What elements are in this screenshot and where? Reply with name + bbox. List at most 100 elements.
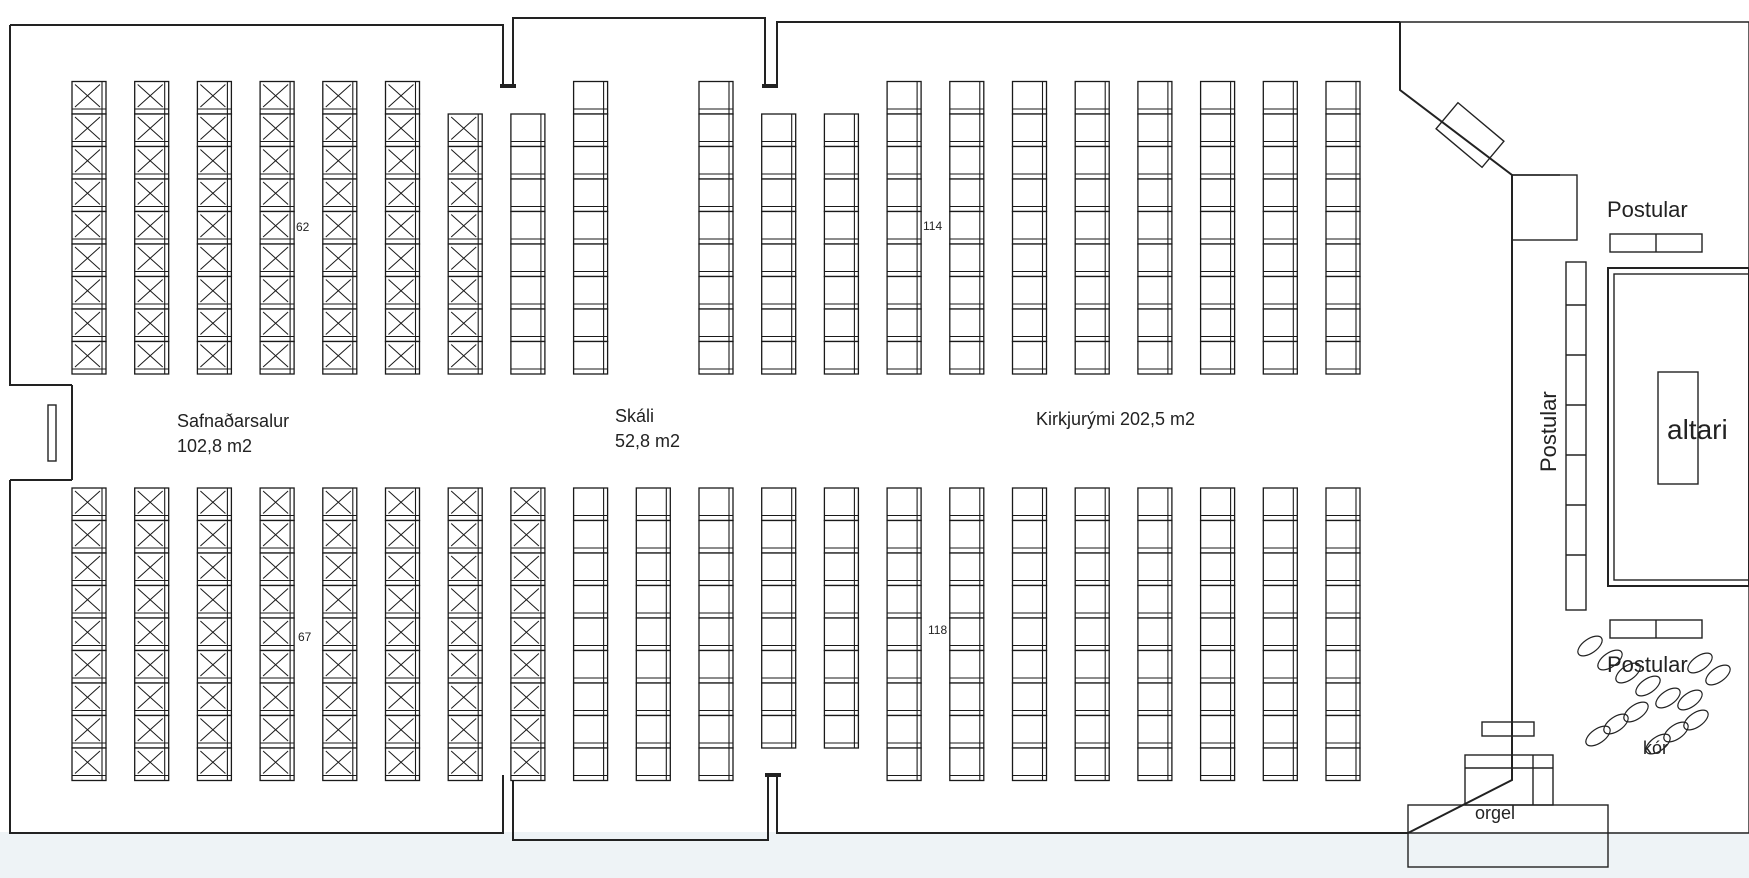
seat <box>572 487 609 522</box>
seat <box>1011 308 1048 343</box>
seat <box>447 178 483 213</box>
seat <box>71 275 107 310</box>
seat <box>259 145 295 180</box>
seat <box>572 519 609 554</box>
seat <box>1137 552 1173 587</box>
seat <box>71 178 107 213</box>
seat <box>886 487 922 522</box>
seat <box>322 649 358 684</box>
seat <box>322 340 358 375</box>
seat <box>322 178 358 213</box>
seat <box>886 747 922 782</box>
seat <box>761 487 797 522</box>
seat <box>698 584 734 619</box>
seat <box>1262 243 1298 278</box>
seat <box>196 308 233 343</box>
seat <box>447 113 483 148</box>
seat <box>635 584 671 619</box>
seat <box>384 145 421 180</box>
seat <box>698 649 734 684</box>
seat <box>384 714 421 749</box>
seat <box>886 519 922 554</box>
seat <box>71 617 107 652</box>
seat <box>698 275 734 310</box>
seat <box>949 519 985 554</box>
seat <box>886 714 922 749</box>
seat <box>1011 682 1048 717</box>
seat <box>823 275 860 310</box>
seat <box>447 145 483 180</box>
seat <box>1262 210 1298 245</box>
seat <box>196 649 233 684</box>
seat <box>1262 682 1298 717</box>
seat <box>196 617 233 652</box>
seat <box>886 113 922 148</box>
seat <box>572 649 609 684</box>
seat <box>1199 243 1236 278</box>
seat <box>134 243 170 278</box>
seat <box>510 487 546 522</box>
seat <box>510 145 546 180</box>
seat <box>1137 80 1173 115</box>
seat <box>1074 584 1110 619</box>
seat <box>1011 80 1048 115</box>
seat <box>1199 747 1236 782</box>
seat <box>322 487 358 522</box>
seat <box>1199 649 1236 684</box>
seat <box>384 340 421 375</box>
seat <box>698 487 734 522</box>
seat <box>761 243 797 278</box>
seat <box>635 714 671 749</box>
seat <box>259 747 295 782</box>
seat <box>196 243 233 278</box>
seat <box>1262 487 1298 522</box>
seat <box>196 714 233 749</box>
seat <box>1011 487 1048 522</box>
seat <box>384 747 421 782</box>
seat <box>886 340 922 375</box>
seat <box>1074 178 1110 213</box>
seat <box>698 243 734 278</box>
seat <box>572 275 609 310</box>
seat <box>447 308 483 343</box>
seat <box>1325 584 1361 619</box>
seat <box>1137 649 1173 684</box>
seat <box>886 552 922 587</box>
kirkjurymi-label: Kirkjurými 202,5 m2 <box>1036 409 1195 429</box>
seat <box>134 682 170 717</box>
seat <box>71 145 107 180</box>
seat <box>447 243 483 278</box>
safnadarsalur-area: 102,8 m2 <box>177 436 252 456</box>
seat <box>1262 649 1298 684</box>
seat <box>698 617 734 652</box>
seat <box>196 178 233 213</box>
seat <box>384 552 421 587</box>
seat <box>384 275 421 310</box>
seat <box>1074 552 1110 587</box>
seat <box>1011 552 1048 587</box>
seat <box>322 113 358 148</box>
skali-name: Skáli <box>615 406 654 426</box>
seat <box>949 80 985 115</box>
seat <box>1262 178 1298 213</box>
seat <box>761 340 797 375</box>
seat <box>1262 275 1298 310</box>
seat <box>71 714 107 749</box>
seat <box>949 747 985 782</box>
upper-seating-block <box>71 80 1361 375</box>
seat <box>259 552 295 587</box>
seat <box>447 682 483 717</box>
seat <box>1074 519 1110 554</box>
seat <box>1325 80 1361 115</box>
seat <box>823 487 860 522</box>
building-walls <box>9 17 1749 868</box>
seat <box>1011 210 1048 245</box>
seat <box>1199 519 1236 554</box>
seat <box>761 519 797 554</box>
seat <box>698 682 734 717</box>
seat <box>698 340 734 375</box>
seat <box>761 682 797 717</box>
seat <box>1011 714 1048 749</box>
seat <box>1199 145 1236 180</box>
seat <box>698 80 734 115</box>
